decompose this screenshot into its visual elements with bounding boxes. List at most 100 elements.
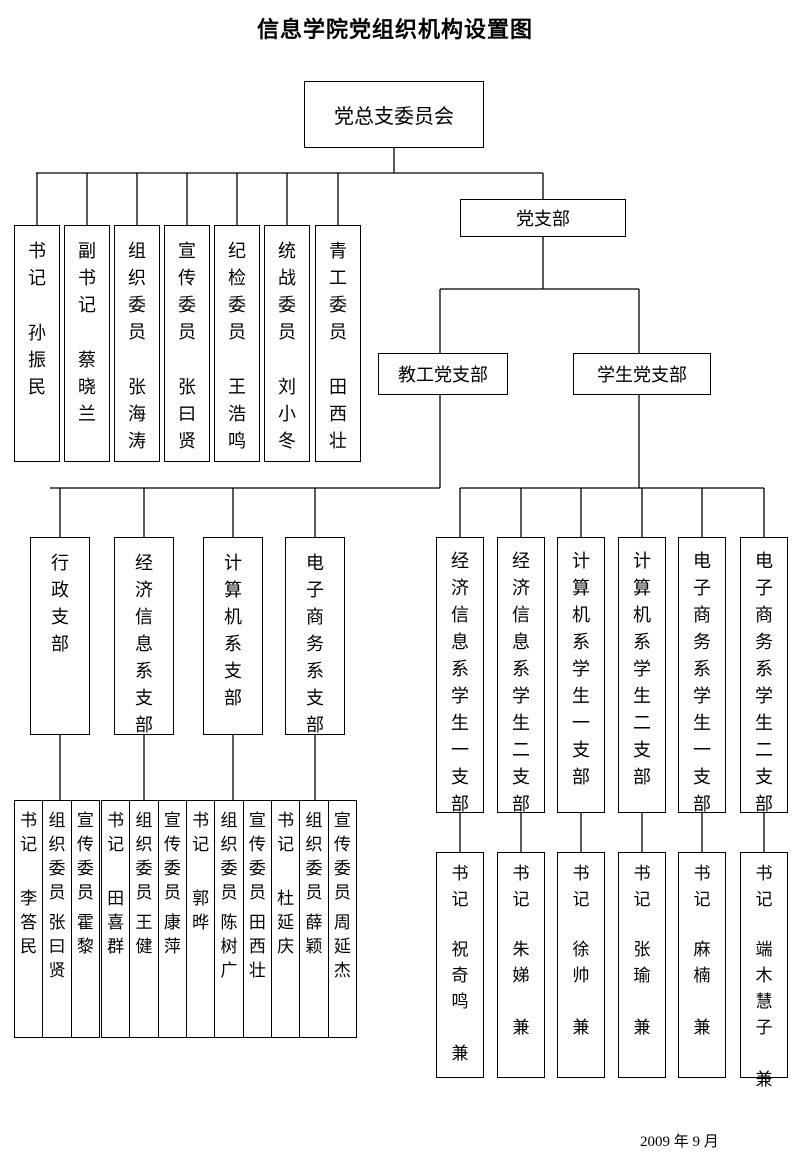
member-cell: 宣传委员霍黎 [70, 801, 99, 1037]
vertical-text-column: 书记朱娣兼 [513, 861, 530, 1041]
member-name: 郭晔 [192, 889, 210, 933]
vertical-text-column: 组织委员张海涛 [128, 238, 146, 455]
officer-box: 青工委员田西壮 [315, 225, 361, 462]
vertical-text-column: 行政支部 [51, 550, 69, 658]
vertical-text-column: 书记张瑜兼 [634, 861, 651, 1041]
secretary-box: 书记祝奇鸣兼 [436, 852, 484, 1078]
member-box: 书记郭晔组织委员陈树广宣传委员田西壮 [186, 800, 272, 1038]
member-box: 书记田喜群组织委员王健宣传委员康萍 [101, 800, 187, 1038]
vertical-text-column: 书记徐帅兼 [573, 861, 590, 1041]
student-subbranch-box: 计算机系学生二支部 [618, 537, 666, 813]
member-cell: 书记郭晔 [187, 801, 214, 1037]
officer-box: 宣传委员张曰贤 [164, 225, 210, 462]
member-role: 组织委员 [305, 811, 323, 903]
member-cell: 书记李答民 [15, 801, 42, 1037]
vertical-text-column: 电子商务系支部 [306, 550, 324, 739]
member-role: 宣传委员 [76, 811, 94, 903]
officer-box: 副书记蔡晓兰 [64, 225, 110, 462]
vertical-text-column: 组织委员陈树广 [220, 809, 237, 1037]
vertical-text-column: 经济信息系学生一支部 [451, 548, 469, 818]
officer-role: 青工委员 [329, 241, 347, 343]
vertical-text-column: 电子商务系学生一支部 [693, 548, 711, 818]
vertical-text-column: 计算机系学生二支部 [633, 548, 651, 791]
secretary-box: 书记端木慧子兼 [740, 852, 788, 1090]
vertical-text-column: 书记端木慧子兼 [756, 861, 773, 1093]
secretary-role: 书记 [633, 864, 651, 910]
member-name: 陈树广 [220, 913, 238, 981]
date-stamp: 2009 年 9 月 [640, 1134, 719, 1150]
vertical-text-column: 副书记蔡晓兰 [78, 238, 96, 428]
officer-box: 书记孙振民 [14, 225, 60, 462]
member-role: 宣传委员 [333, 811, 351, 903]
subbranch-name: 经济信息系支部 [135, 553, 153, 736]
vertical-text-column: 书记孙振民 [28, 238, 46, 401]
member-role: 组织委员 [48, 811, 66, 903]
vertical-text-column: 书记麻楠兼 [694, 861, 711, 1041]
officer-role: 组织委员 [128, 241, 146, 343]
officer-role: 书记 [28, 241, 46, 289]
officer-role: 统战委员 [278, 241, 296, 343]
officer-role: 纪检委员 [228, 241, 246, 343]
vertical-text-column: 青工委员田西壮 [329, 238, 347, 455]
root-committee-box: 党总支委员会 [304, 81, 484, 148]
subbranch-name: 电子商务系支部 [306, 553, 324, 736]
subbranch-name: 电子商务系学生一支部 [693, 551, 711, 815]
member-cell: 宣传委员康萍 [157, 801, 186, 1037]
member-name: 王健 [135, 913, 153, 957]
party-branch-box: 党支部 [460, 199, 626, 237]
vertical-text-column: 统战委员刘小冬 [278, 238, 296, 455]
secretary-name: 张瑜 [633, 940, 651, 986]
subbranch-name: 计算机系支部 [224, 553, 242, 709]
officer-box: 组织委员张海涛 [114, 225, 160, 462]
member-name: 李答民 [20, 889, 38, 957]
secretary-name: 麻楠 [693, 940, 711, 986]
member-cell: 宣传委员田西壮 [242, 801, 271, 1037]
member-role: 宣传委员 [248, 811, 266, 903]
member-box: 书记杜延庆组织委员薛颖宣传委员周延杰 [271, 800, 357, 1038]
vertical-text-column: 经济信息系支部 [135, 550, 153, 739]
officer-box: 统战委员刘小冬 [264, 225, 310, 462]
vertical-text-column: 计算机系学生一支部 [572, 548, 590, 791]
officer-name: 张曰贤 [178, 377, 196, 452]
vertical-text-column: 宣传委员张曰贤 [178, 238, 196, 455]
secretary-name: 朱娣 [512, 940, 530, 986]
member-box: 书记李答民组织委员张曰贤宣传委员霍黎 [14, 800, 100, 1038]
vertical-text-column: 组织委员薛颖 [305, 809, 322, 1037]
member-name: 康萍 [163, 913, 181, 957]
vertical-text-column: 书记杜延庆 [277, 809, 294, 1037]
vertical-text-column: 电子商务系学生二支部 [755, 548, 773, 818]
secretary-note: 兼 [633, 1018, 651, 1038]
member-name: 薛颖 [305, 913, 323, 957]
secretary-note: 兼 [755, 1070, 773, 1090]
officer-name: 张海涛 [128, 377, 146, 452]
secretary-role: 书记 [572, 864, 590, 910]
root-committee-box-label: 党总支委员会 [334, 104, 454, 128]
officer-box: 纪检委员王浩鸣 [214, 225, 260, 462]
officer-name: 田西壮 [329, 377, 347, 452]
vertical-text-column: 书记李答民 [20, 809, 37, 1037]
secretary-box: 书记朱娣兼 [497, 852, 545, 1078]
student-subbranch-box: 计算机系学生一支部 [557, 537, 605, 813]
secretary-box: 书记张瑜兼 [618, 852, 666, 1078]
secretary-role: 书记 [755, 864, 773, 910]
member-role: 书记 [20, 811, 38, 855]
student-subbranch-box: 经济信息系学生二支部 [497, 537, 545, 815]
member-name: 杜延庆 [277, 889, 295, 957]
officer-role: 副书记 [78, 241, 96, 316]
vertical-text-column: 宣传委员康萍 [164, 809, 181, 1037]
subbranch-name: 计算机系学生二支部 [633, 551, 651, 788]
member-name: 张曰贤 [48, 913, 66, 981]
secretary-name: 徐帅 [572, 940, 590, 986]
secretary-note: 兼 [693, 1018, 711, 1038]
student-subbranch-box: 电子商务系学生二支部 [740, 537, 788, 815]
secretary-role: 书记 [693, 864, 711, 910]
secretary-box: 书记徐帅兼 [557, 852, 605, 1078]
secretary-role: 书记 [451, 864, 469, 910]
subbranch-name: 电子商务系学生二支部 [755, 551, 773, 815]
member-role: 宣传委员 [163, 811, 181, 903]
student-branch-box: 学生党支部 [573, 353, 711, 395]
member-cell: 组织委员薛颖 [299, 801, 327, 1037]
secretary-note: 兼 [451, 1044, 469, 1064]
subbranch-name: 经济信息系学生二支部 [512, 551, 530, 815]
member-role: 组织委员 [220, 811, 238, 903]
